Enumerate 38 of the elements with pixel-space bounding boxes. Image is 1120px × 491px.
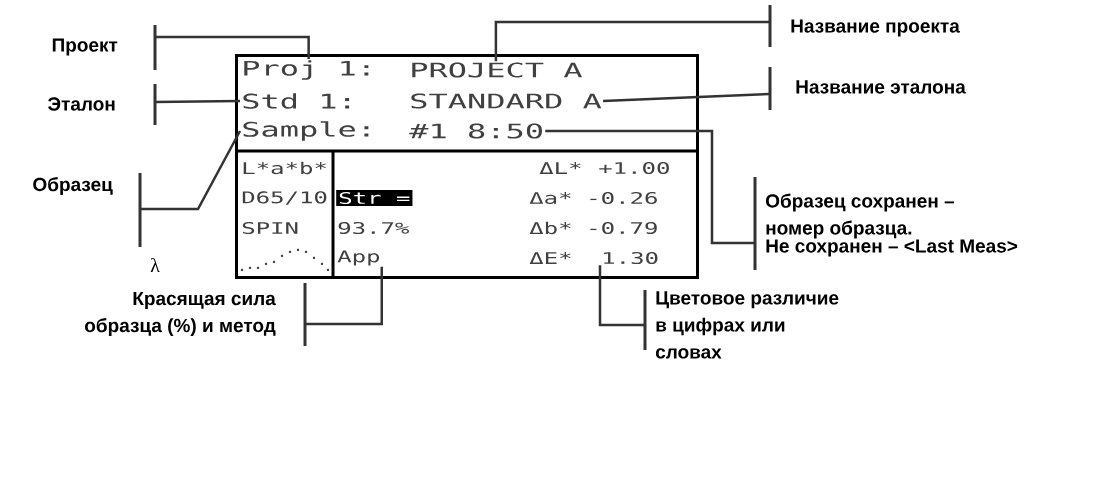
display-text: Δa*: [529, 191, 571, 205]
leader-line: [494, 20, 770, 62]
display-text: 93.7%: [338, 221, 410, 235]
display-text: ΔL*: [539, 162, 581, 174]
display-text: SPIN: [242, 221, 298, 235]
callout-label: Эталон: [48, 84, 157, 125]
display-text: -0.79: [590, 221, 657, 235]
display-text: App: [337, 250, 380, 266]
lambda-symbol: λ: [150, 257, 160, 273]
display-screen: [235, 54, 699, 279]
callout-label: Цветовое различие в цифрах или словах: [643, 290, 839, 359]
display-text: L*a*b*: [243, 161, 326, 175]
callout-label: Образец: [33, 173, 142, 247]
display-text: 1.30: [604, 251, 658, 265]
display-text: STANDARD A: [411, 93, 602, 109]
display-text: Proj 1:: [244, 60, 369, 80]
leader-line: [603, 92, 771, 103]
leader-line: [155, 99, 241, 104]
leader-line: [155, 35, 310, 60]
leader-line: [305, 266, 383, 326]
callout-label: Образец сохранен – номер образца. Не сохранен – <Last Meas>: [753, 177, 1018, 270]
callout-label: Название эталона: [768, 67, 966, 110]
display-text: PROJECT A: [412, 62, 582, 78]
callout-label: Проект: [52, 25, 157, 70]
leader-line: [140, 130, 242, 211]
display-text: Std 1:: [243, 93, 350, 109]
highlighted-text: Str =: [336, 189, 413, 207]
display-text: Sample:: [243, 121, 369, 141]
leader-line: [545, 129, 755, 245]
display-text: #1 8:50: [409, 123, 542, 139]
callout-label: Красящая сила образца (%) и метод: [85, 283, 307, 346]
display-text: D65/10: [242, 191, 327, 205]
display-text: ΔE*: [529, 252, 571, 264]
display-text: -0.26: [590, 191, 657, 205]
leader-line: [598, 265, 645, 327]
display-text: Δb*: [529, 221, 571, 235]
display-text: +1.00: [599, 161, 669, 175]
callout-label: Название проекта: [768, 5, 960, 47]
